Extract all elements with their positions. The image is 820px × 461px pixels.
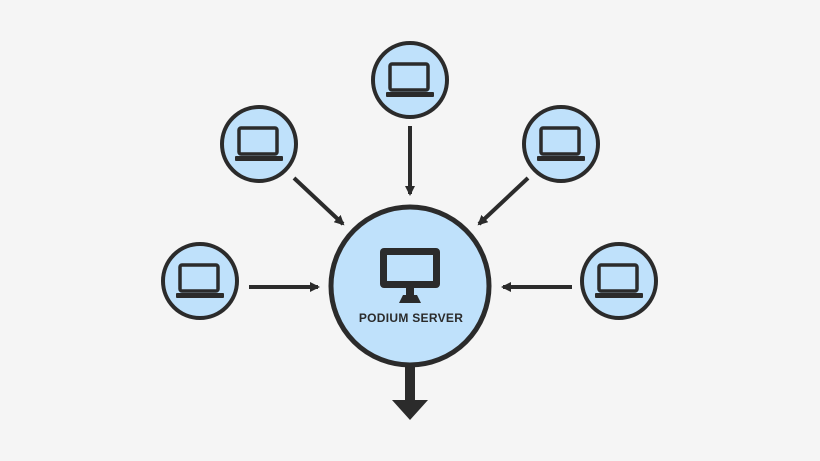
server-node: PODIUM SERVER <box>328 204 492 368</box>
output-arrow <box>392 367 428 420</box>
laptop-icon <box>537 126 585 161</box>
client-node-top <box>371 41 449 119</box>
server-label: PODIUM SERVER <box>359 311 463 325</box>
arrow-upper-left-to-server <box>292 176 345 226</box>
connection-arrows <box>249 126 572 292</box>
laptop-icon <box>386 62 434 97</box>
client-node-left <box>161 242 239 320</box>
monitor-icon <box>380 248 440 303</box>
arrow-upper-right-to-server <box>477 176 530 226</box>
laptop-icon <box>235 126 283 161</box>
client-node-right <box>580 242 658 320</box>
laptop-icon <box>595 263 643 298</box>
client-node-upper-right <box>522 105 600 183</box>
laptop-icon <box>176 263 224 298</box>
client-node-upper-left <box>220 105 298 183</box>
